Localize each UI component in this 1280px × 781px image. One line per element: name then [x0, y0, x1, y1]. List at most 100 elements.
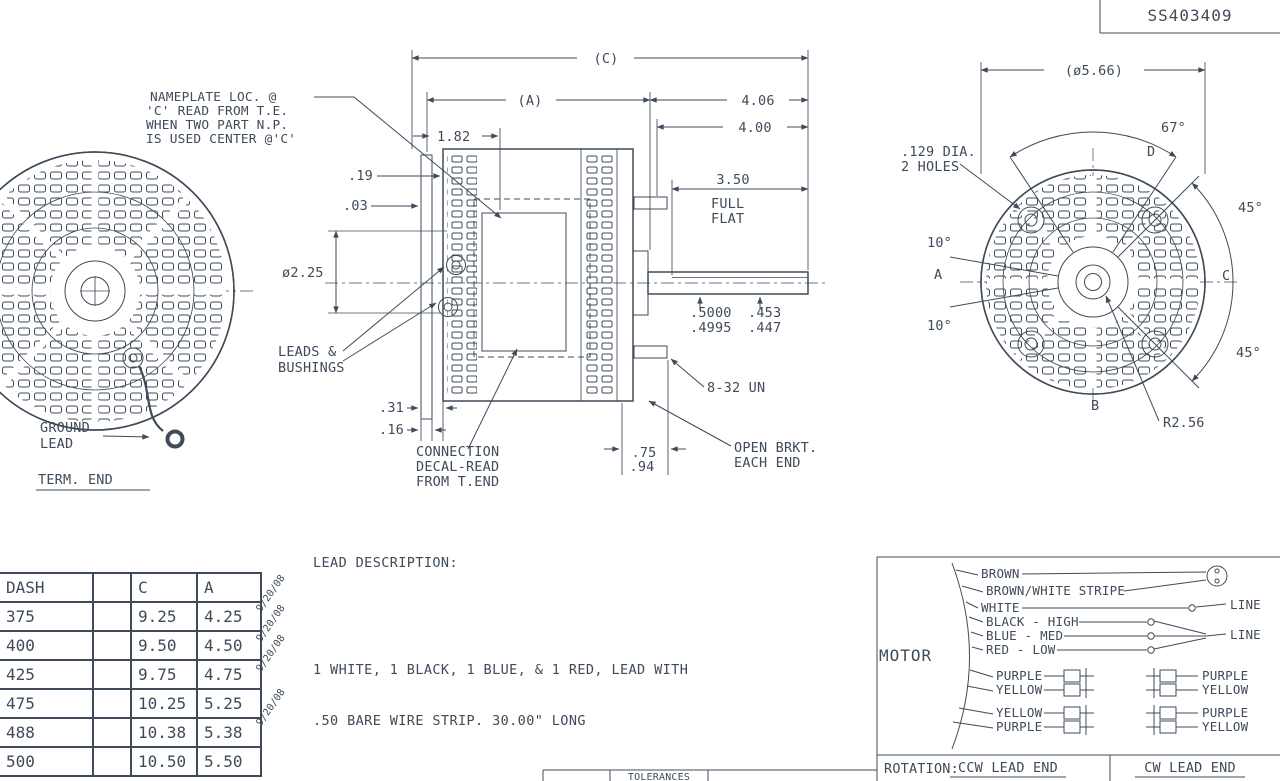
nameplate-note: 'C' READ FROM T.E. [146, 104, 288, 119]
column-header-c: C [130, 572, 198, 603]
lead-description: LEAD DESCRIPTION: 1 WHITE, 1 BLACK, 1 BL… [313, 521, 799, 781]
table-row: 500 10.50 5.50 [0, 746, 262, 777]
mounting-hole [1141, 330, 1169, 358]
position-b-label: B [1091, 398, 1099, 414]
table-header-row: DASH C A [0, 572, 262, 603]
position-a-label: A [934, 267, 942, 283]
terminal-dot [1147, 646, 1155, 654]
purple-label: PURPLE [996, 668, 1042, 683]
cell-a: 4.75 [196, 659, 262, 690]
connection-decal-area [481, 212, 567, 352]
line-label: LINE [1230, 597, 1261, 612]
cw-lead-end-label: CW LEAD END [1144, 760, 1236, 776]
motor-label: MOTOR [879, 646, 932, 665]
ring-terminal [165, 429, 185, 449]
nameplate-note: WHEN TWO PART N.P. [146, 118, 288, 133]
shaft-flat-dim: .447 [748, 320, 781, 336]
lead-black-label: BLACK - HIGH [986, 614, 1079, 629]
dim-dia-566: (ø5.66) [1065, 63, 1123, 79]
plug-connector [1063, 706, 1081, 720]
vent-slots-right [584, 154, 614, 397]
table-row: 488 10.38 5.38 [0, 717, 262, 748]
position-c-label: C [1222, 268, 1230, 284]
lead-bushing [446, 255, 466, 275]
terminal-dot [1147, 618, 1155, 626]
cell-dash: 488 [0, 717, 94, 748]
plug-connector [1159, 720, 1177, 734]
purple-label: PURPLE [1202, 705, 1248, 720]
mounting-hole [1017, 206, 1045, 234]
table-row: 425 9.75 4.75 [0, 659, 262, 690]
yellow-label: YELLOW [996, 705, 1043, 720]
nameplate-note: NAMEPLATE LOC. @ [150, 90, 277, 105]
lead-brown-white-label: BROWN/WHITE STRIPE [986, 583, 1125, 598]
lead-description-paragraph: 1 WHITE, 1 BLACK, 1 BLUE, & 1 RED, LEAD … [313, 628, 799, 764]
term-end-label: TERM. END [38, 472, 113, 488]
cell-c: 10.50 [130, 746, 198, 777]
table-row: 400 9.50 4.50 [0, 630, 262, 661]
tolerances-label: TOLERANCES [628, 772, 690, 781]
yellow-label: YELLOW [1202, 719, 1249, 734]
shaft-hub [1057, 246, 1129, 318]
mounting-hole [1017, 330, 1045, 358]
angle-67-label: 67° [1161, 120, 1186, 136]
open-bracket-label: OPEN BRKT. [734, 440, 817, 456]
table-row: 475 10.25 5.25 [0, 688, 262, 719]
cell-a: 4.25 [196, 601, 262, 632]
cell-a: 4.50 [196, 630, 262, 661]
column-header-a: A [196, 572, 262, 603]
purple-label: PURPLE [1202, 668, 1248, 683]
wiring-diagram: MOTOR BROWN BROWN/WHITE STRIPE WHITE BLA… [876, 556, 1280, 781]
yellow-label: YELLOW [996, 682, 1043, 697]
lead-red-label: RED - LOW [986, 642, 1056, 657]
cell-c: 9.75 [130, 659, 198, 690]
cell-dash: 500 [0, 746, 94, 777]
dim-350: 3.50 [716, 172, 749, 188]
lead-end-view: (ø5.66) 67° D .129 DIA. 2 HOLES 10° 10° … [901, 62, 1263, 431]
lead-bushing [438, 297, 458, 317]
connection-decal-label: CONNECTION [416, 444, 499, 460]
lead-description-line: .50 BARE WIRE STRIP. 30.00" LONG [313, 713, 586, 729]
dim-94: .94 [630, 459, 655, 475]
yellow-label: YELLOW [1202, 682, 1249, 697]
cell-empty [92, 630, 132, 661]
mounting-hole [1141, 206, 1169, 234]
shaft-dia-dim: .5000 [690, 305, 732, 321]
cell-empty [92, 746, 132, 777]
angle-10-label: 10° [927, 318, 952, 334]
cell-empty [92, 717, 132, 748]
cell-a: 5.38 [196, 717, 262, 748]
lead-description-line: 1 WHITE, 1 BLACK, 1 BLUE, & 1 RED, LEAD … [313, 662, 689, 678]
cell-dash: 475 [0, 688, 94, 719]
dim-c: (C) [594, 51, 619, 67]
angle-45-label: 45° [1238, 200, 1263, 216]
cell-dash: 375 [0, 601, 94, 632]
mounting-stud [633, 196, 668, 210]
leads-bushings-label: BUSHINGS [278, 360, 345, 376]
dim-16: .16 [379, 422, 404, 438]
dim-a: (A) [518, 93, 543, 109]
column-header-spacer [92, 572, 132, 603]
ground-lead-label: LEAD [40, 436, 73, 452]
dim-75: .75 [632, 445, 657, 461]
angle-45-label: 45° [1236, 345, 1261, 361]
lead-white-label: WHITE [981, 600, 1020, 615]
plug-connector [1159, 706, 1177, 720]
purple-label: PURPLE [996, 719, 1042, 734]
column-header-dash: DASH [0, 572, 94, 603]
stud-thread-label: 8-32 UN [707, 380, 765, 396]
title-block: TOLERANCES [542, 769, 877, 781]
cell-empty [92, 688, 132, 719]
drawing-number-box: SS403409 [1099, 0, 1280, 34]
mounting-ring [420, 154, 433, 420]
position-d-label: D [1147, 144, 1155, 160]
term-end-view: GROUND LEAD TERM. END [0, 151, 256, 491]
cell-a: 5.25 [196, 688, 262, 719]
ground-wire [138, 365, 164, 432]
open-bracket-label: EACH END [734, 455, 801, 471]
plug-connector [1159, 669, 1177, 683]
plug-connector [1063, 720, 1081, 734]
ccw-lead-end-label: CCW LEAD END [958, 760, 1058, 776]
